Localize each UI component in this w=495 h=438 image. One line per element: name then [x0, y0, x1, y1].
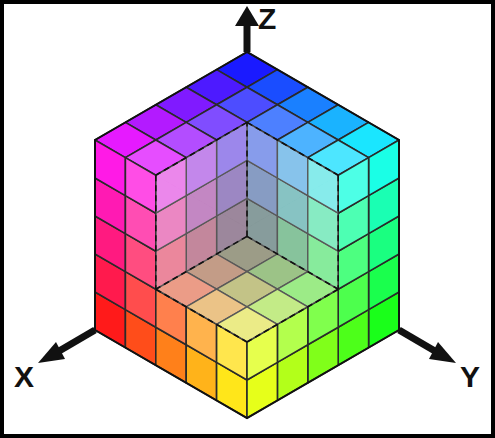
- axis-arrows: [38, 6, 456, 363]
- axis-label: Z: [258, 4, 276, 34]
- dashed-edge: [246, 122, 248, 236]
- y-axis-head: [429, 342, 456, 363]
- axis-label: X: [14, 362, 34, 392]
- cube-cell: [125, 158, 155, 214]
- axis-label: Y: [460, 362, 480, 392]
- cube-outline: [95, 52, 399, 418]
- cube-cell: [369, 140, 399, 196]
- dashed-edge: [247, 122, 338, 175]
- dashed-edge: [156, 236, 247, 289]
- dashed-edge: [247, 289, 338, 342]
- cube-cells: [95, 52, 399, 418]
- dashed-edge: [337, 175, 339, 289]
- ghost-face: [247, 175, 338, 342]
- z-axis-shaft: [244, 22, 251, 52]
- x-axis-head: [38, 342, 65, 363]
- cube-cell: [95, 140, 125, 196]
- dashed-edge: [247, 236, 338, 289]
- cutout-ghost: [156, 122, 338, 342]
- dashed-edge: [156, 289, 247, 342]
- cube-cell: [338, 158, 368, 214]
- dashed-edge: [155, 175, 157, 289]
- ghost-face: [156, 175, 247, 342]
- z-axis-head: [235, 6, 259, 26]
- dashed-edge: [156, 122, 247, 175]
